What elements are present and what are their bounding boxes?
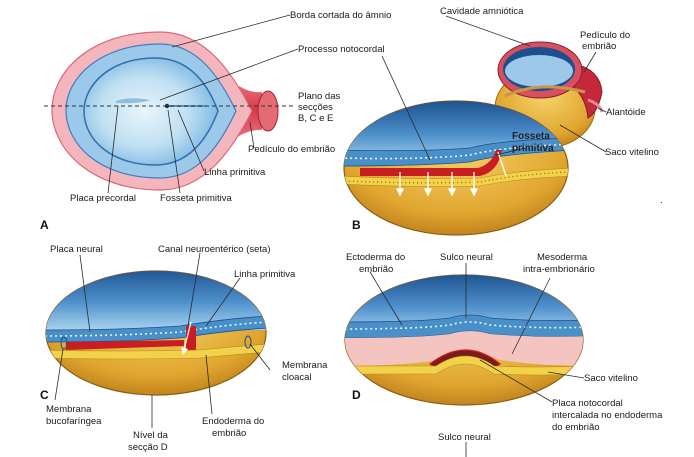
panel-letter-c: C xyxy=(40,388,49,402)
label-linha-primitiva-c: Linha primitiva xyxy=(234,269,296,280)
arrows-b xyxy=(395,151,507,197)
neurenteric-arrow xyxy=(183,321,192,351)
label-canal-neuroenterico: Canal neuroentérico (seta) xyxy=(158,244,270,255)
label-nivel-2: secção D xyxy=(128,442,168,453)
label-fosseta-b-2: primitiva xyxy=(512,143,554,154)
embryonic-disc xyxy=(83,57,219,166)
buccopharyngeal-marker xyxy=(60,336,68,350)
label-placa-notocordal-3: do embrião xyxy=(552,422,600,433)
label-mesoderma-1: Mesoderma xyxy=(537,252,588,263)
label-placa-neural: Placa neural xyxy=(50,244,103,255)
label-ectoderma-1: Ectoderma do xyxy=(346,252,405,263)
ectoderm-cells-b xyxy=(344,143,568,160)
label-fosseta-primitiva: Fosseta primitiva xyxy=(160,193,233,204)
label-plano-3: B, C e E xyxy=(298,113,333,124)
endoderm-d xyxy=(345,355,583,376)
stray-mark: . xyxy=(660,195,663,206)
notochord-c xyxy=(66,340,184,350)
neurenteric-arrowhead xyxy=(181,347,188,355)
label-linha-primitiva: Linha primitiva xyxy=(204,167,266,178)
label-placa-notocordal-2: intercalada no endoderma xyxy=(552,410,663,421)
panel-letter-d: D xyxy=(352,388,361,402)
label-sulco-neural: Sulco neural xyxy=(440,252,493,263)
cloacal-marker xyxy=(244,335,252,349)
panel-letter-a: A xyxy=(40,218,49,232)
neurenteric-canal xyxy=(186,326,196,352)
label-membrana-cloacal-1: Membrana xyxy=(282,360,328,371)
label-membrana-buco-1: Membrana xyxy=(46,404,92,415)
label-plano-2: secções xyxy=(298,102,333,113)
ectoderm-b xyxy=(344,137,568,167)
endoderm-b xyxy=(344,167,568,187)
label-pediculo-b-1: Pedículo do xyxy=(580,30,630,41)
label-plano-1: Plano das xyxy=(298,91,341,102)
label-endoderma-2: embrião xyxy=(212,428,246,439)
label-endoderma-1: Endoderma do xyxy=(202,416,264,427)
label-fosseta-b-1: Fosseta xyxy=(512,131,550,142)
allantois-inset xyxy=(587,98,604,113)
amnion-inset-highlight xyxy=(505,55,573,87)
label-alantoide: Alantóide xyxy=(606,107,646,118)
label-membrana-cloacal-2: cloacal xyxy=(282,372,312,383)
label-sulco-neural-bottom: Sulco neural xyxy=(438,432,491,443)
label-pediculo-b-2: embrião xyxy=(582,41,616,52)
label-saco-vitelino-d: Saco vitelino xyxy=(584,373,638,384)
panel-letter-b: B xyxy=(352,218,361,232)
notochord-b xyxy=(360,150,502,176)
label-borda-cortada: Borda cortada do âmnio xyxy=(290,10,391,21)
panel-a: Borda cortada do âmnio Processo notocord… xyxy=(40,10,391,232)
mesoderm-d xyxy=(345,331,583,366)
label-processo-notocordal: Processo notocordal xyxy=(298,44,385,55)
label-mesoderma-2: intra-embrionário xyxy=(523,264,595,275)
panel-b: Cavidade amniótica Pedículo do embrião A… xyxy=(343,6,663,236)
label-saco-vitelino-b: Saco vitelino xyxy=(605,147,659,158)
ectoderm-d xyxy=(345,314,583,339)
panel-c: Placa neural Canal neuroentérico (seta) … xyxy=(40,244,328,453)
label-nivel-1: Nível da xyxy=(133,430,169,441)
ectoderm-c xyxy=(46,315,266,343)
ectoderm-cells-d xyxy=(345,321,583,330)
label-placa-notocordal-1: Placa notocordal xyxy=(552,398,623,409)
label-pediculo: Pedículo do embrião xyxy=(248,144,335,155)
label-ectoderma-2: embrião xyxy=(359,264,393,275)
rim-inset xyxy=(504,85,586,98)
label-placa-precordal: Placa precordal xyxy=(70,193,136,204)
panel-d: Ectoderma do embrião Sulco neural Mesode… xyxy=(344,252,663,457)
endoderm-dots-b xyxy=(344,171,568,184)
stalk-end xyxy=(257,90,279,132)
label-membrana-buco-2: bucofaríngea xyxy=(46,416,102,427)
endoderm-c xyxy=(46,343,266,360)
label-cavidade-amniotica: Cavidade amniótica xyxy=(440,6,524,17)
notochordal-process-shape xyxy=(116,98,150,104)
